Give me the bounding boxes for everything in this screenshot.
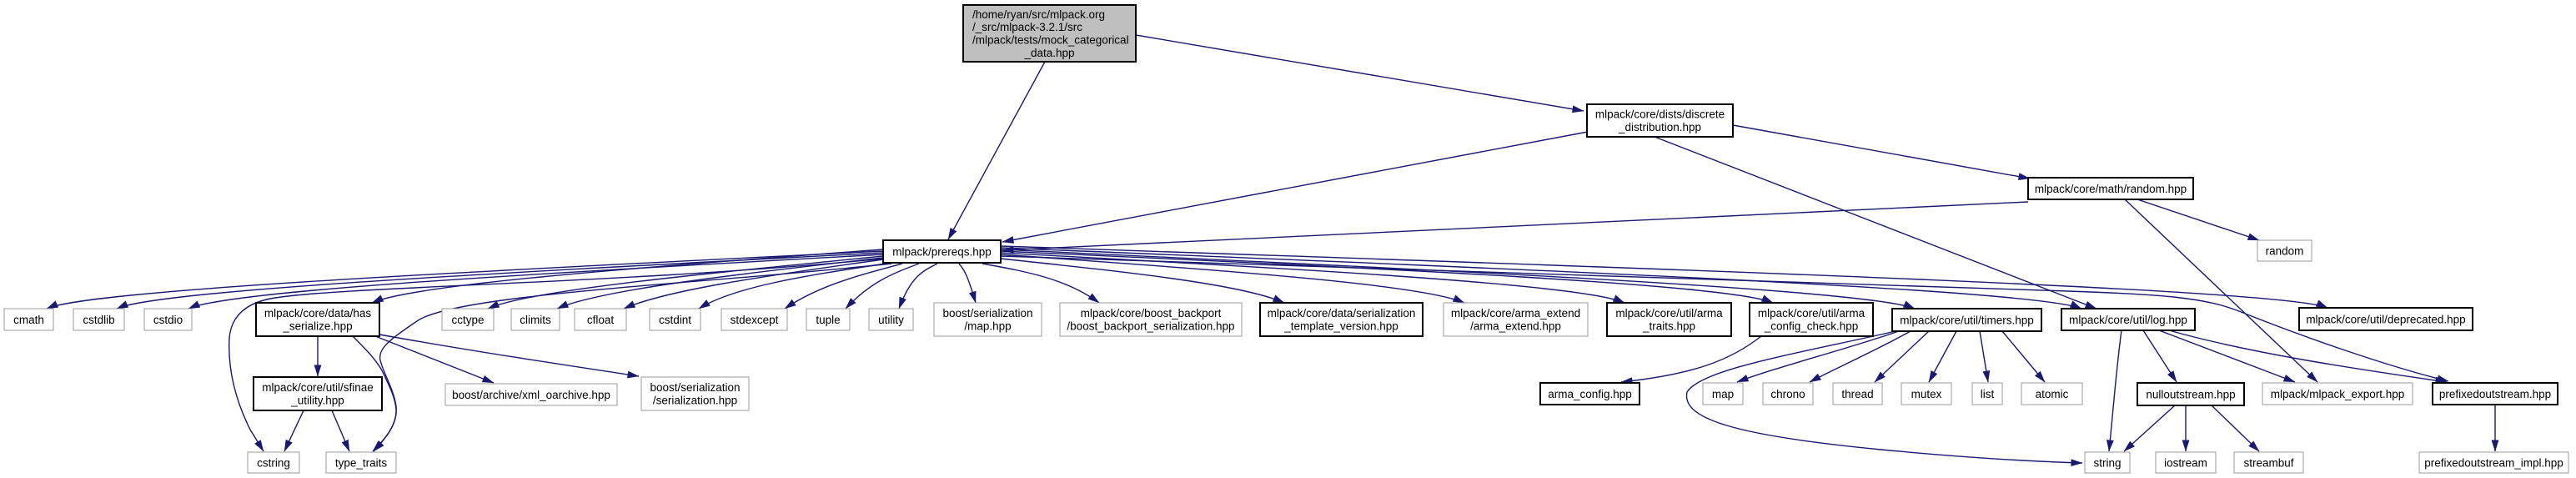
svg-text:_data.hpp: _data.hpp (1023, 47, 1074, 59)
svg-text:mlpack/core/boost_backport: mlpack/core/boost_backport (1081, 307, 1222, 320)
svg-text:boost/serialization: boost/serialization (650, 381, 740, 394)
svg-text:mlpack/core/util/sfinae: mlpack/core/util/sfinae (262, 381, 374, 394)
svg-text:arma_config.hpp: arma_config.hpp (1548, 388, 1632, 400)
svg-text:cctype: cctype (451, 314, 484, 326)
svg-text:thread: thread (1841, 388, 1873, 400)
svg-text:mlpack/mlpack_export.hpp: mlpack/mlpack_export.hpp (2271, 388, 2405, 400)
svg-text:iostream: iostream (2164, 456, 2207, 469)
svg-text:list: list (1981, 388, 1995, 400)
svg-text:mlpack/core/dists/discrete: mlpack/core/dists/discrete (1595, 108, 1725, 121)
svg-text:/home/ryan/src/mlpack.org: /home/ryan/src/mlpack.org (972, 8, 1105, 21)
svg-text:mlpack/prereqs.hpp: mlpack/prereqs.hpp (892, 245, 992, 258)
svg-text:_template_version.hpp: _template_version.hpp (1283, 320, 1398, 333)
svg-text:/arma_extend.hpp: /arma_extend.hpp (1470, 320, 1561, 333)
svg-text:mlpack/core/math/random.hpp: mlpack/core/math/random.hpp (2035, 183, 2187, 195)
svg-text:mlpack/core/arma_extend: mlpack/core/arma_extend (1451, 307, 1580, 320)
svg-text:mlpack/core/util/arma: mlpack/core/util/arma (1758, 307, 1865, 320)
svg-text:/boost_backport_serialization.: /boost_backport_serialization.hpp (1067, 320, 1234, 333)
svg-text:chrono: chrono (1770, 388, 1805, 400)
svg-text:/_src/mlpack-3.2.1/src: /_src/mlpack-3.2.1/src (972, 21, 1082, 33)
svg-text:boost/serialization: boost/serialization (942, 307, 1032, 320)
svg-text:mutex: mutex (1911, 388, 1942, 400)
svg-text:/map.hpp: /map.hpp (964, 320, 1011, 333)
svg-text:streambuf: streambuf (2243, 456, 2293, 469)
svg-text:mlpack/core/util/arma: mlpack/core/util/arma (1615, 307, 1723, 320)
svg-text:/serialization.hpp: /serialization.hpp (653, 395, 737, 407)
svg-text:stdexcept: stdexcept (731, 314, 779, 326)
svg-text:prefixedoutstream_impl.hpp: prefixedoutstream_impl.hpp (2424, 456, 2563, 469)
svg-text:utility: utility (878, 314, 904, 326)
svg-text:_traits.hpp: _traits.hpp (1642, 320, 1695, 333)
svg-text:cstdio: cstdio (153, 314, 183, 326)
svg-text:climits: climits (520, 314, 551, 326)
svg-text:random: random (2266, 244, 2304, 257)
svg-text:mlpack/core/data/has: mlpack/core/data/has (264, 307, 372, 320)
svg-text:boost/archive/xml_oarchive.hpp: boost/archive/xml_oarchive.hpp (452, 389, 610, 401)
svg-text:mlpack/core/util/timers.hpp: mlpack/core/util/timers.hpp (1900, 314, 2034, 326)
svg-text:type_traits: type_traits (335, 456, 388, 469)
svg-text:prefixedoutstream.hpp: prefixedoutstream.hpp (2439, 388, 2551, 400)
svg-text:map: map (1712, 388, 1734, 400)
svg-text:atomic: atomic (2036, 388, 2069, 400)
svg-text:_distribution.hpp: _distribution.hpp (1618, 121, 1701, 133)
svg-text:/mlpack/tests/mock_categorical: /mlpack/tests/mock_categorical (972, 34, 1129, 47)
svg-text:cmath: cmath (13, 314, 44, 326)
svg-text:_config_check.hpp: _config_check.hpp (1764, 320, 1859, 333)
svg-text:cstdlib: cstdlib (83, 314, 114, 326)
svg-text:_serialize.hpp: _serialize.hpp (282, 320, 352, 333)
svg-text:string: string (2093, 456, 2121, 469)
svg-text:_utility.hpp: _utility.hpp (290, 395, 344, 407)
svg-text:cfloat: cfloat (587, 314, 615, 326)
svg-text:cstdint: cstdint (659, 314, 691, 326)
svg-text:tuple: tuple (816, 314, 840, 326)
svg-text:mlpack/core/util/log.hpp: mlpack/core/util/log.hpp (2069, 314, 2187, 326)
svg-text:mlpack/core/util/deprecated.hp: mlpack/core/util/deprecated.hpp (2306, 313, 2465, 325)
svg-text:mlpack/core/data/serialization: mlpack/core/data/serialization (1268, 307, 1416, 320)
svg-text:cstring: cstring (257, 456, 290, 469)
svg-text:nulloutstream.hpp: nulloutstream.hpp (2146, 388, 2235, 400)
